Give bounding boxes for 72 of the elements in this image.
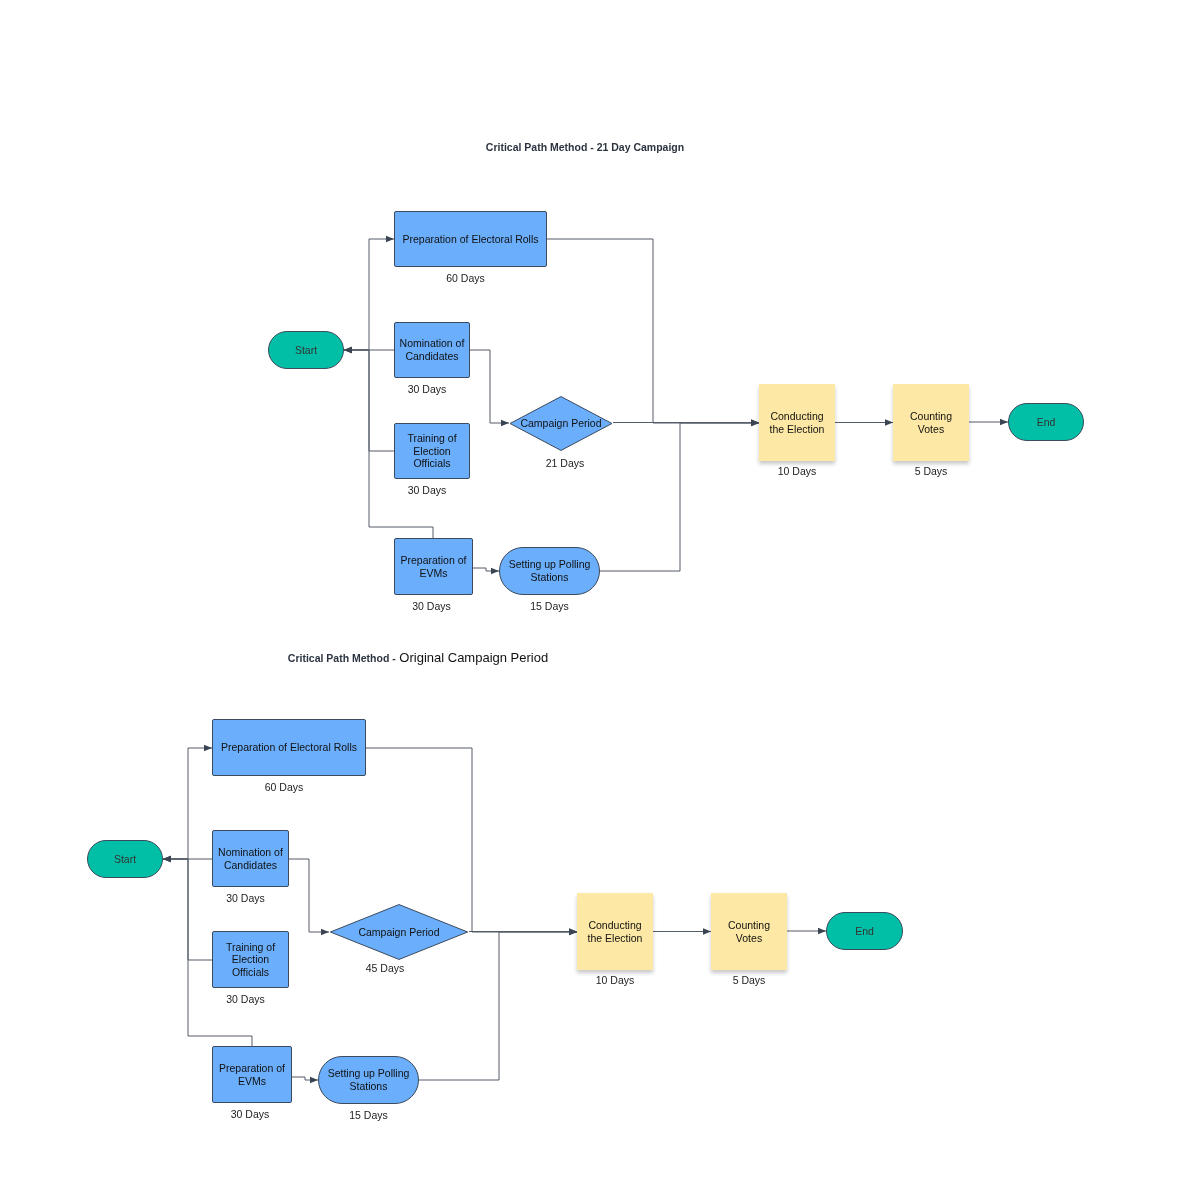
node-label: Nomination of Candidates [398, 337, 466, 363]
duration-label: 15 Days [349, 1109, 388, 1121]
sticky-note [893, 384, 969, 461]
decision-diamond [509, 396, 613, 451]
node-label: Preparation of Electoral Rolls [401, 232, 540, 246]
heading-label: Critical Path Method - 21 Day Campaign [485, 141, 685, 153]
terminal-pill [87, 840, 163, 878]
arrow [834, 419, 894, 426]
node-label: End [854, 924, 875, 938]
duration-label: 30 Days [412, 600, 451, 612]
process-box [212, 830, 289, 887]
arrow [291, 1076, 319, 1084]
duration-label: 10 Days [777, 465, 817, 477]
arrow [599, 419, 760, 572]
arrow [343, 346, 434, 539]
node-label: Setting up Polling Stations [326, 1067, 411, 1093]
terminal-pill [826, 912, 903, 950]
sticky-note [759, 384, 835, 461]
arrow [288, 858, 330, 936]
node-label: End [1035, 415, 1057, 429]
process-box [394, 538, 473, 595]
process-box [394, 322, 470, 378]
node-label: Conducting the Election [768, 409, 826, 436]
duration-label: 45 Days [365, 962, 405, 974]
process-box [212, 1046, 292, 1103]
sticky-note [577, 893, 653, 970]
duration-label: 5 Days [914, 465, 948, 477]
node-label: Start [112, 852, 138, 866]
duration-label: 60 Days [446, 272, 485, 284]
duration-label: 30 Days [407, 484, 447, 496]
process-pill [499, 547, 600, 595]
decision-diamond [329, 904, 469, 960]
node-label: Start [293, 343, 319, 357]
arrow [968, 418, 1009, 426]
arrow [612, 419, 760, 426]
arrow [418, 928, 578, 1081]
terminal-pill [268, 331, 344, 369]
node-label: Preparation of Electoral Rolls [220, 741, 358, 754]
heading-label: Critical Path Method - Original Campaign Period [287, 650, 549, 665]
node-label: Setting up Polling Stations [507, 558, 592, 584]
duration-label: 30 Days [230, 1108, 270, 1120]
duration-label: 10 Days [595, 974, 635, 986]
node-label: Training of Election Officials [224, 940, 277, 979]
duration-label: 30 Days [226, 892, 265, 904]
process-box [212, 931, 289, 988]
arrow [652, 928, 712, 935]
node-label: Training of Election Officials [406, 432, 458, 470]
process-box [394, 211, 547, 267]
node-label: Preparation of EVMs [399, 553, 468, 580]
process-pill [318, 1056, 419, 1104]
duration-label: 30 Days [226, 993, 265, 1005]
node-label: Campaign Period [357, 925, 441, 939]
node-label: Preparation of EVMs [218, 1061, 286, 1088]
duration-label: 60 Days [264, 781, 304, 793]
arrow [162, 855, 253, 1047]
duration-label: 15 Days [530, 600, 569, 612]
node-label: Counting Votes [727, 918, 771, 945]
sticky-note [711, 893, 787, 970]
arrow [786, 927, 827, 935]
node-label: Conducting the Election [586, 918, 644, 945]
node-label: Counting Votes [909, 409, 953, 436]
node-label: Campaign Period [519, 417, 603, 430]
process-box [212, 719, 366, 776]
terminal-pill [1008, 403, 1084, 441]
duration-label: 30 Days [407, 383, 447, 395]
process-box [394, 423, 470, 479]
arrow [468, 928, 578, 935]
arrow [472, 567, 500, 575]
duration-label: 21 Days [545, 457, 585, 469]
arrow [469, 349, 510, 427]
node-label: Nomination of Candidates [217, 845, 284, 872]
duration-label: 5 Days [732, 974, 766, 986]
